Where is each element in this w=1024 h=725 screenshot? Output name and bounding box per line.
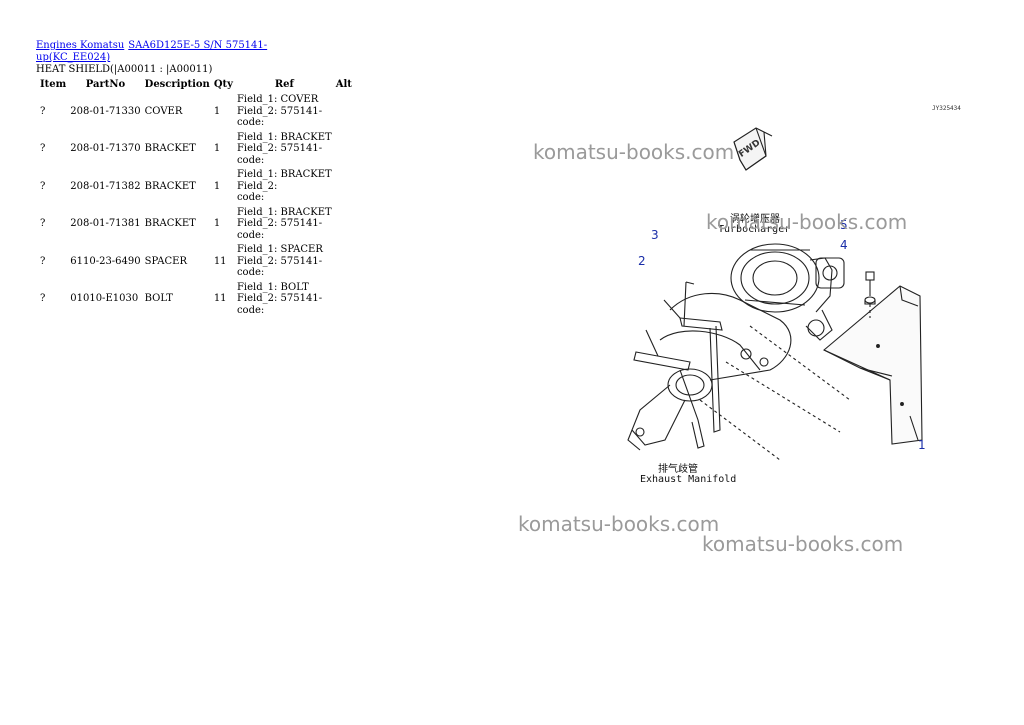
cell-alt [334,92,354,130]
ref-code: code: [236,192,265,203]
cell-ref: Field_1: BOLT Field_2: 575141- code: [235,280,334,318]
cell-alt [334,242,354,280]
watermark-text: komatsu-books.com [518,512,720,536]
cell-qty: 1 [213,143,221,154]
header-ref: Ref [274,79,294,90]
cell-partno: 6110-23-6490 [70,255,141,267]
cell-qty: 1 [213,180,221,192]
cell-alt [334,280,354,318]
assembly-guide-lines [699,325,851,461]
ref-field-1: Field_1: COVER [236,94,319,105]
ref-field-1: Field_1: BRACKET [236,206,332,218]
table-row: ? 01010-E1030 BOLT 11 Field_1: BOLT Fiel… [38,280,354,318]
cell-partno: 01010-E1030 [70,293,139,304]
header-qty: Qty [213,79,233,90]
ref-field-1: Field_1: BOLT [236,281,309,293]
exploded-view-drawing [627,127,923,461]
cell-partno: 208-01-71330 [70,105,141,117]
ref-field-2: Field_2: 575141- [236,143,323,154]
cell-ref: Field_1: BRACKET Field_2: 575141- code: [235,205,334,243]
ref-field-1: Field_1: SPACER [236,244,323,255]
cell-item: ? [40,105,46,117]
cell-ref: Field_1: BRACKET Field_2: 575141- code: [235,130,334,168]
cell-item: ? [40,255,46,267]
ref-field-2: Field_2: [236,180,278,192]
ref-code: code: [236,304,265,316]
section-title: HEAT SHIELD(|A00011 : |A00011) [36,64,213,75]
drawing-code: JY325434 [932,105,961,112]
ref-field-2: Field_2: 575141- [236,105,323,117]
cell-ref: Field_1: SPACER Field_2: 575141- code: [235,242,334,280]
cell-partno: 208-01-71370 [70,143,141,154]
turbocharger-label-en: Turbocharger [718,224,791,235]
callout-1: 1 [918,438,926,452]
ref-code: code: [236,154,265,166]
bolt-spacer-drawing [864,271,876,318]
ref-code: code: [236,117,265,128]
exhaust-manifold-drawing [627,292,792,451]
cell-qty: 1 [213,105,221,117]
ref-field-2: Field_2: 575141- [236,218,323,229]
header-description: Description [144,79,210,90]
turbocharger-drawing [730,243,845,341]
ref-code: code: [236,229,265,241]
cell-qty: 11 [213,293,227,304]
table-row: ? 208-01-71330 COVER 1 Field_1: COVER Fi… [38,92,354,130]
cell-item: ? [40,180,46,192]
ref-code: code: [236,267,265,278]
ref-field-1: Field_1: BRACKET [236,169,332,180]
header-item: Item [40,79,67,90]
ref-field-1: Field_1: BRACKET [236,131,332,143]
parts-diagram: JY325434 FWD 涡轮增压器 Turbocharger 排气歧管 Exh… [520,100,990,560]
manifold-label-cn: 排气歧管 [658,464,698,475]
cell-description: COVER [144,105,183,117]
cell-description: BOLT [144,293,173,304]
cell-partno: 208-01-71382 [70,180,141,192]
cell-alt [334,205,354,243]
parts-table: Item PartNo Description Qty Ref Alt ? 20… [38,78,354,317]
cell-partno: 208-01-71381 [70,218,141,229]
table-row: ? 6110-23-6490 SPACER 11 Field_1: SPACER… [38,242,354,280]
cell-description: BRACKET [144,218,196,229]
cell-ref: Field_1: COVER Field_2: 575141- code: [235,92,334,130]
cell-ref: Field_1: BRACKET Field_2: code: [235,167,334,205]
table-header-row: Item PartNo Description Qty Ref Alt [38,78,354,92]
table-row: ? 208-01-71382 BRACKET 1 Field_1: BRACKE… [38,167,354,205]
header-alt: Alt [335,79,352,90]
cell-qty: 11 [213,255,227,267]
table-row: ? 208-01-71381 BRACKET 1 Field_1: BRACKE… [38,205,354,243]
watermark-text: komatsu-books.com [533,140,735,164]
watermark-text: komatsu-books.com [702,532,904,556]
header-partno: PartNo [85,79,126,90]
turbocharger-label-cn: 涡轮增压器 [730,214,780,225]
cell-item: ? [40,143,46,154]
watermark-text: komatsu-books.com [706,210,908,234]
breadcrumb-link-engines[interactable]: Engines Komatsu [36,40,125,51]
callout-2: 2 [638,254,646,268]
ref-field-2: Field_2: 575141- [236,293,323,304]
cell-description: BRACKET [144,180,196,192]
callout-4: 4 [840,238,848,252]
heat-shield-cover-drawing [822,285,923,445]
ref-field-2: Field_2: 575141- [236,255,323,267]
callout-3: 3 [651,228,659,242]
cell-item: ? [40,293,46,304]
callout-5: 5 [840,218,848,232]
manifold-label-en: Exhaust Manifold [640,474,737,485]
cell-description: BRACKET [144,143,196,154]
bracket-2-drawing [633,329,705,449]
fwd-arrow-icon [733,127,773,171]
breadcrumb-link-model[interactable]: SAA6D125E-5 S/N 575141-up(KC_EE024) [36,40,268,63]
cell-alt [334,167,354,205]
cell-qty: 1 [213,218,221,229]
cell-description: SPACER [144,255,188,267]
bracket-3-drawing [663,281,723,433]
cell-alt [334,130,354,168]
table-row: ? 208-01-71370 BRACKET 1 Field_1: BRACKE… [38,130,354,168]
callout-leader-1 [909,415,919,441]
cell-item: ? [40,218,46,229]
